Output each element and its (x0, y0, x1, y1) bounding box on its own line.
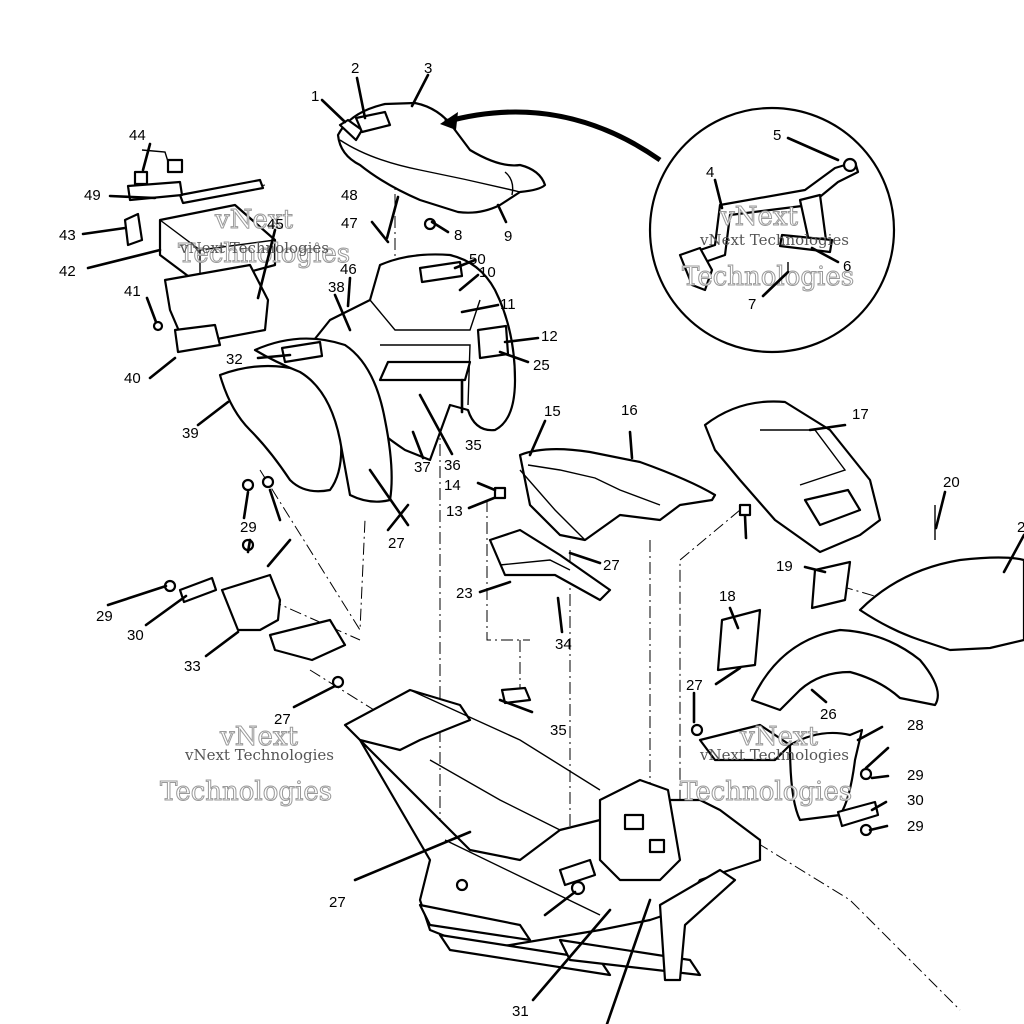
callout-49: 49 (84, 187, 101, 204)
watermark-text: vNext (214, 205, 293, 235)
callout-32: 32 (226, 351, 243, 368)
callout-27e: 27 (329, 894, 346, 911)
rear-mud-flap (163, 475, 347, 689)
callout-27b: 27 (603, 557, 620, 574)
callout-12: 12 (541, 328, 558, 345)
watermark-text: vNext Technologies (179, 239, 329, 257)
front-hood (488, 400, 882, 602)
callout-43: 43 (59, 227, 76, 244)
callout-26: 26 (820, 706, 837, 723)
storage-box (123, 149, 277, 354)
callout-36: 36 (444, 457, 461, 474)
callout-20: 20 (943, 474, 960, 491)
callout-27a: 27 (388, 535, 405, 552)
callout-39: 39 (182, 425, 199, 442)
watermark-text: vNext Technologies (699, 746, 849, 764)
callout-29b: 29 (96, 608, 113, 625)
callout-35b: 35 (550, 722, 567, 739)
callout-31: 31 (512, 1003, 529, 1020)
callout-2: 2 (351, 60, 359, 77)
callout-23: 23 (456, 585, 473, 602)
watermark-text: Technologies (160, 777, 332, 807)
callout-10: 10 (479, 264, 496, 281)
callout-9: 9 (504, 228, 512, 245)
callout-48: 48 (341, 187, 358, 204)
seat (336, 101, 547, 231)
watermark-text: Technologies (178, 239, 350, 269)
callout-33: 33 (184, 658, 201, 675)
callout-27c: 27 (686, 677, 703, 694)
watermark-text: vNext (219, 722, 298, 752)
callout-42: 42 (59, 263, 76, 280)
callout-labels: 1 2 3 4 5 6 7 8 9 10 11 12 13 14 15 16 1… (59, 60, 1024, 1020)
watermark-text: Technologies (680, 777, 852, 807)
callout-14: 14 (444, 477, 461, 494)
callout-19: 19 (776, 558, 793, 575)
watermark-text: vNext (719, 202, 798, 232)
callout-6: 6 (843, 258, 851, 275)
callout-29c: 29 (907, 767, 924, 784)
callout-1: 1 (311, 88, 319, 105)
watermark: vNext Technologies vNext Technologies vN… (160, 202, 855, 808)
callout-15: 15 (544, 403, 561, 420)
callout-40: 40 (124, 370, 141, 387)
callout-13: 13 (446, 503, 463, 520)
callout-38: 38 (328, 279, 345, 296)
inset-arrow (444, 109, 662, 163)
callout-34: 34 (555, 636, 572, 653)
callout-18: 18 (719, 588, 736, 605)
callout-16: 16 (621, 402, 638, 419)
callout-30b: 30 (907, 792, 924, 809)
callout-27d: 27 (274, 711, 291, 728)
watermark-text: vNext Technologies (699, 231, 849, 249)
watermark-text: Technologies (682, 262, 854, 292)
callout-4: 4 (706, 164, 714, 181)
callout-7: 7 (748, 296, 756, 313)
watermark-text: vNext Technologies (184, 746, 334, 764)
callout-37: 37 (414, 459, 431, 476)
callout-11: 11 (500, 296, 516, 313)
callout-46: 46 (340, 261, 357, 278)
callout-5: 5 (773, 127, 781, 144)
inset-arrow-head (440, 112, 458, 130)
callout-41: 41 (124, 283, 141, 300)
front-fenders (690, 505, 1024, 837)
callout-17: 17 (852, 406, 869, 423)
callout-50: 50 (469, 251, 486, 268)
callout-29a: 29 (240, 519, 257, 536)
callout-8: 8 (454, 227, 462, 244)
callout-25: 25 (533, 357, 550, 374)
callout-21: 21 (1017, 519, 1024, 536)
assembly-lines (189, 150, 1024, 1011)
leader-lines (81, 73, 1024, 1024)
callout-29d: 29 (907, 818, 924, 835)
callout-45: 45 (267, 216, 284, 233)
callout-47: 47 (341, 215, 358, 232)
callout-28: 28 (907, 717, 924, 734)
watermark-text: vNext (739, 722, 818, 752)
callout-35a: 35 (465, 437, 482, 454)
callout-3: 3 (424, 60, 432, 77)
rear-left-fender (218, 337, 393, 503)
callout-44: 44 (129, 127, 146, 144)
callout-30a: 30 (127, 627, 144, 644)
